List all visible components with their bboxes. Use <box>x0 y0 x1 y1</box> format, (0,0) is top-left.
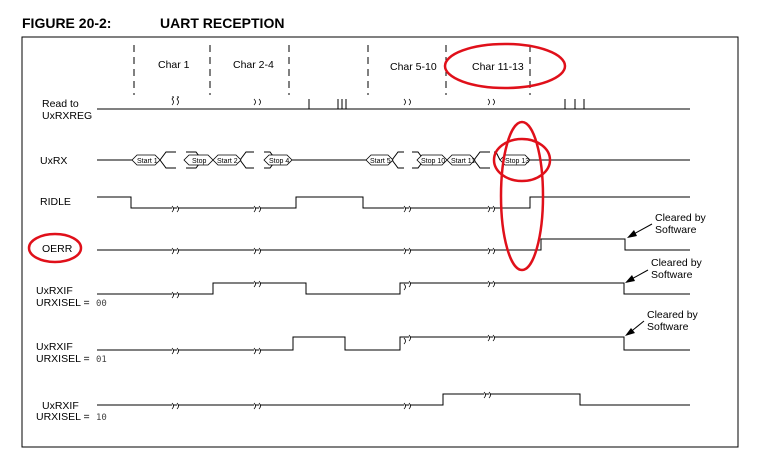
signal-label-rxif: UxRXIF <box>36 341 73 353</box>
signal-label-uxrx: UxRX <box>40 155 67 167</box>
signal-label-ridle: RIDLE <box>40 196 71 208</box>
signal-label-read-reg: UxRXREG <box>42 110 92 122</box>
figure-title: UART RECEPTION <box>160 15 284 31</box>
char-group-label: Char 11-13 <box>472 61 524 73</box>
read-waveform <box>97 99 690 110</box>
svg-text:Cleared by: Cleared by <box>651 257 703 269</box>
uxrx-frame: Stop 13 <box>505 158 529 165</box>
uxrx-frame: Stop <box>192 158 207 165</box>
uxrx-waveform <box>97 151 690 169</box>
uxrx-frame: Start 5 <box>370 158 391 165</box>
annotation-cleared-rxif01: Cleared by Software <box>625 309 699 336</box>
figure-border <box>21 36 739 448</box>
char-group-label: Char 2-4 <box>233 59 274 71</box>
uxrx-frame: Start 1 <box>137 158 158 165</box>
highlight-stop-13 <box>492 137 552 183</box>
uxrx-frame: Start 11 <box>451 158 475 165</box>
highlight-oerr <box>27 232 83 264</box>
signal-label-urxisel: URXISEL = <box>36 297 90 309</box>
svg-text:Software: Software <box>655 224 697 236</box>
time-break-marks <box>171 96 495 410</box>
urxisel-value: 00 <box>96 299 107 309</box>
highlight-overrun-window <box>499 120 545 272</box>
rxif00-waveform <box>97 282 690 295</box>
oerr-waveform <box>97 238 690 251</box>
uxrx-frame: Start 2 <box>217 158 238 165</box>
rxif01-waveform <box>97 336 690 351</box>
highlight-char-11-13 <box>443 42 567 90</box>
ridle-waveform <box>97 196 690 209</box>
svg-text:Software: Software <box>647 321 689 333</box>
signal-label-urxisel: URXISEL = <box>36 411 90 423</box>
char-group-label: Char 5-10 <box>390 61 437 73</box>
annotation-cleared-oerr: Cleared by Software <box>627 212 707 238</box>
urxisel-value: 10 <box>96 413 107 423</box>
signal-label-urxisel: URXISEL = <box>36 353 90 365</box>
signal-label-read: Read to <box>42 98 79 110</box>
svg-text:Cleared by: Cleared by <box>647 309 699 321</box>
figure-number: FIGURE 20-2: <box>22 15 111 31</box>
rxif10-waveform <box>97 393 690 406</box>
signal-label-rxif: UxRXIF <box>42 400 79 412</box>
annotation-cleared-rxif00: Cleared by Software <box>625 257 703 283</box>
signal-label-oerr: OERR <box>42 243 73 255</box>
svg-text:Software: Software <box>651 269 693 281</box>
svg-text:Cleared by: Cleared by <box>655 212 707 224</box>
uxrx-frame: Stop 10 <box>421 158 445 165</box>
char-group-label: Char 1 <box>158 59 190 71</box>
uxrx-frame: Stop 4 <box>269 158 289 165</box>
signal-label-rxif: UxRXIF <box>36 285 73 297</box>
urxisel-value: 01 <box>96 355 107 365</box>
char-dividers <box>133 45 531 95</box>
